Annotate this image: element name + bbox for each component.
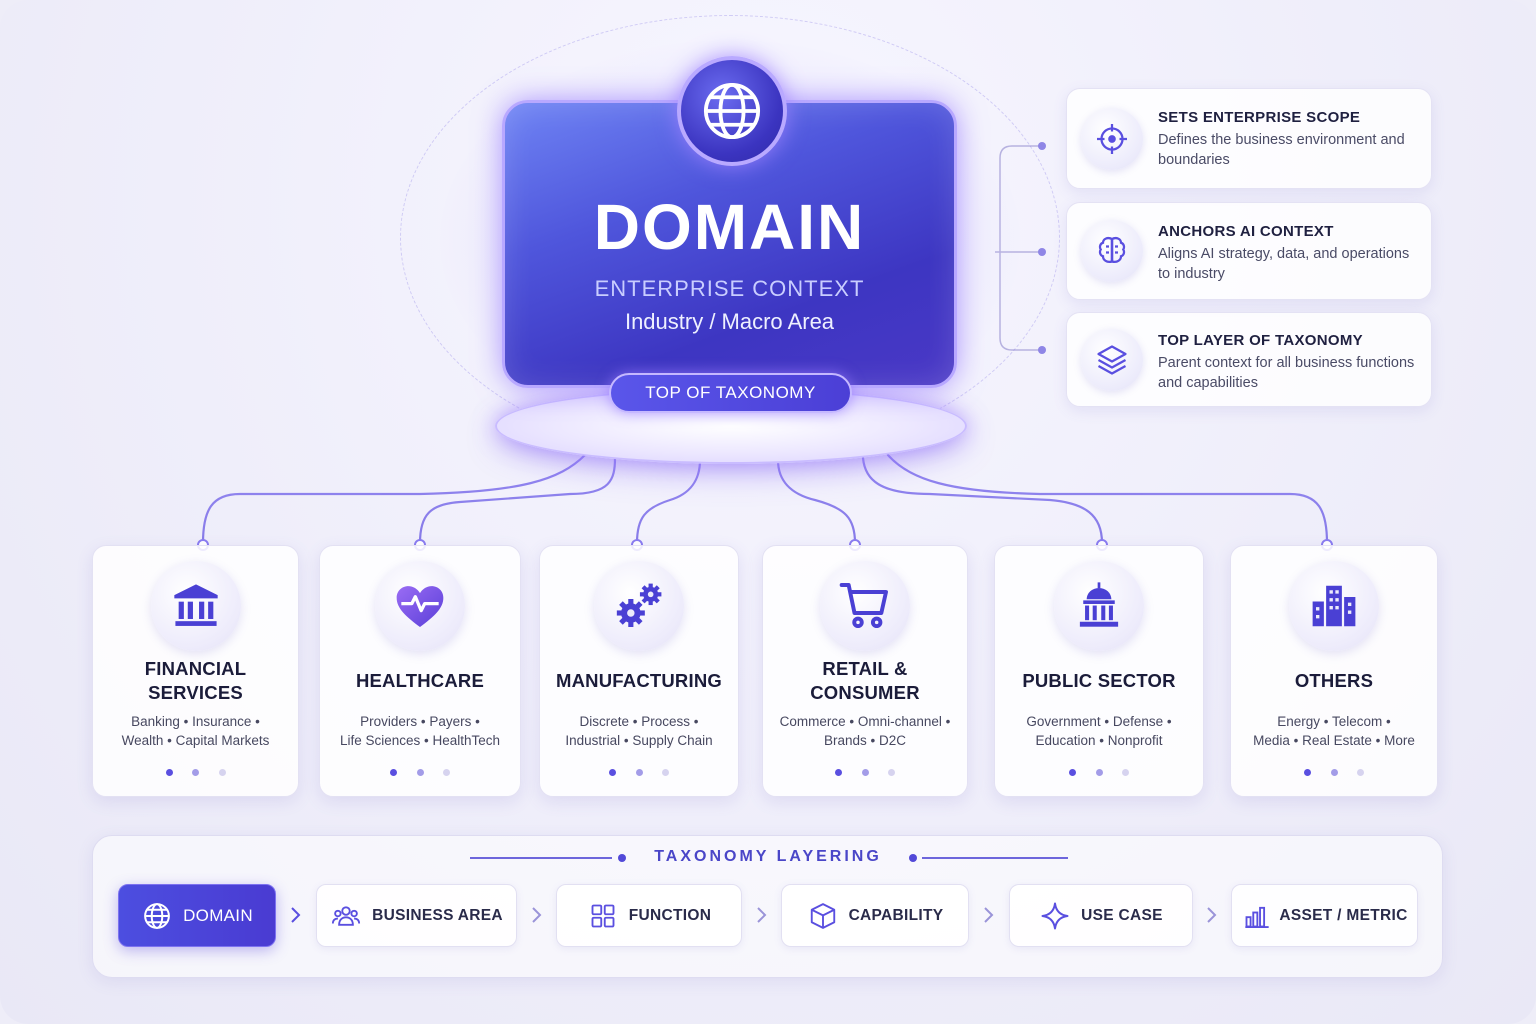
step-label: DOMAIN	[183, 905, 253, 925]
category-card-retail-consumer[interactable]: RETAIL & CONSUMER Commerce • Omni-channe…	[762, 545, 968, 797]
pager-dots	[165, 769, 226, 776]
feature-title: ANCHORS AI CONTEXT	[1158, 223, 1334, 240]
category-card-healthcare[interactable]: HEALTHCARE Providers • Payers • Life Sci…	[319, 545, 521, 797]
hero-title: DOMAIN	[593, 191, 866, 263]
users-icon	[332, 905, 361, 926]
category-desc-line: Industrial • Supply Chain	[565, 733, 713, 748]
category-desc-line: Life Sciences • HealthTech	[339, 733, 501, 748]
feature-card-top-layer: TOP LAYER OF TAXONOMY Parent context for…	[1066, 312, 1432, 407]
category-desc-line: Banking • Insurance •	[131, 714, 260, 729]
step-label: ASSET / METRIC	[1279, 906, 1408, 924]
grid-icon	[591, 904, 615, 927]
feature-title: SETS ENTERPRISE SCOPE	[1158, 109, 1361, 126]
cart-icon	[839, 583, 888, 629]
hero-globe-badge	[677, 56, 787, 166]
feature-description: Aligns AI strategy, data, and operations…	[1158, 246, 1410, 282]
category-card-others[interactable]: OTHERS Energy • Telecom • Media • Real E…	[1230, 545, 1438, 797]
top-of-taxonomy-badge: TOP OF TAXONOMY	[609, 373, 852, 413]
category-title: HEALTHCARE	[355, 670, 485, 691]
category-desc-line: Discrete • Process •	[579, 714, 699, 729]
pager-dots	[835, 769, 895, 776]
step-label: BUSINESS AREA	[372, 906, 503, 924]
category-desc-line: Media • Real Estate • More	[1253, 733, 1415, 748]
category-title: FINANCIAL SERVICES	[144, 658, 247, 703]
sparkle-icon	[1041, 902, 1069, 929]
feature-description: Defines the business environment and bou…	[1158, 132, 1405, 168]
chevron-right-icon	[1207, 907, 1217, 923]
category-desc-line: Education • Nonprofit	[1035, 733, 1163, 748]
gears-icon	[616, 583, 662, 627]
chevron-right-icon	[532, 907, 542, 923]
category-desc-line: Commerce • Omni-channel •	[779, 714, 951, 729]
pager-dots	[1304, 769, 1364, 776]
bar-chart-icon	[1245, 906, 1270, 928]
chevron-right-icon	[291, 907, 301, 923]
wire-financial	[201, 453, 587, 545]
divider-line	[922, 857, 1068, 859]
globe-icon	[144, 902, 170, 929]
category-card-manufacturing[interactable]: MANUFACTURING Discrete • Process • Indus…	[539, 545, 739, 797]
step-domain[interactable]: DOMAIN	[118, 884, 276, 947]
feature-card-ai-context: ANCHORS AI CONTEXT Aligns AI strategy, d…	[1066, 202, 1432, 300]
step-function[interactable]: FUNCTION	[556, 884, 742, 947]
step-asset-metric[interactable]: ASSET / METRIC	[1231, 884, 1418, 947]
pager-dots	[390, 769, 450, 776]
category-title: RETAIL & CONSUMER	[810, 658, 920, 703]
bank-icon	[173, 584, 218, 626]
category-desc-line: Government • Defense •	[1026, 714, 1172, 729]
category-desc-line: Brands • D2C	[823, 733, 906, 748]
cube-icon	[810, 902, 835, 929]
wire-manufacturing	[635, 458, 702, 545]
category-desc-line: Wealth • Capital Markets	[121, 733, 270, 748]
wire-healthcare	[418, 456, 617, 545]
feature-card-scope: SETS ENTERPRISE SCOPE Defines the busine…	[1066, 88, 1432, 189]
category-title: OTHERS	[1294, 670, 1374, 691]
taxonomy-layering-title: TAXONOMY LAYERING	[654, 848, 882, 865]
target-icon	[1097, 123, 1127, 154]
category-title: MANUFACTURING	[555, 670, 722, 691]
wire-retail	[776, 458, 857, 545]
feature-title: TOP LAYER OF TAXONOMY	[1158, 332, 1363, 349]
category-title: PUBLIC SECTOR	[1022, 670, 1176, 691]
heart-pulse-icon	[396, 586, 444, 627]
step-business-area[interactable]: BUSINESS AREA	[316, 884, 517, 947]
wire-others	[886, 453, 1329, 545]
brain-icon	[1098, 236, 1126, 263]
step-capability[interactable]: CAPABILITY	[781, 884, 969, 947]
step-label: FUNCTION	[628, 906, 712, 924]
category-desc-line: Energy • Telecom •	[1277, 714, 1391, 729]
chevron-right-icon	[757, 907, 767, 923]
category-card-financial-services[interactable]: FINANCIAL SERVICES Banking • Insurance •…	[92, 545, 299, 797]
hero-subtitle: ENTERPRISE CONTEXT	[594, 276, 865, 301]
chevron-right-icon	[984, 907, 994, 923]
category-desc-line: Providers • Payers •	[360, 714, 480, 729]
feature-description: Parent context for all business function…	[1158, 355, 1415, 391]
pager-dots	[1069, 769, 1129, 776]
wire-public	[861, 456, 1104, 545]
buildings-icon	[1312, 585, 1356, 627]
layers-icon	[1097, 344, 1127, 375]
category-card-public-sector[interactable]: PUBLIC SECTOR Government • Defense • Edu…	[994, 545, 1204, 797]
globe-icon	[703, 82, 761, 140]
step-label: USE CASE	[1081, 906, 1163, 924]
hero-caption: Industry / Macro Area	[624, 309, 835, 334]
step-label: CAPABILITY	[848, 906, 944, 924]
step-use-case[interactable]: USE CASE	[1009, 884, 1193, 947]
capitol-icon	[1079, 582, 1119, 627]
pager-dots	[609, 769, 669, 776]
divider-line	[470, 857, 612, 859]
